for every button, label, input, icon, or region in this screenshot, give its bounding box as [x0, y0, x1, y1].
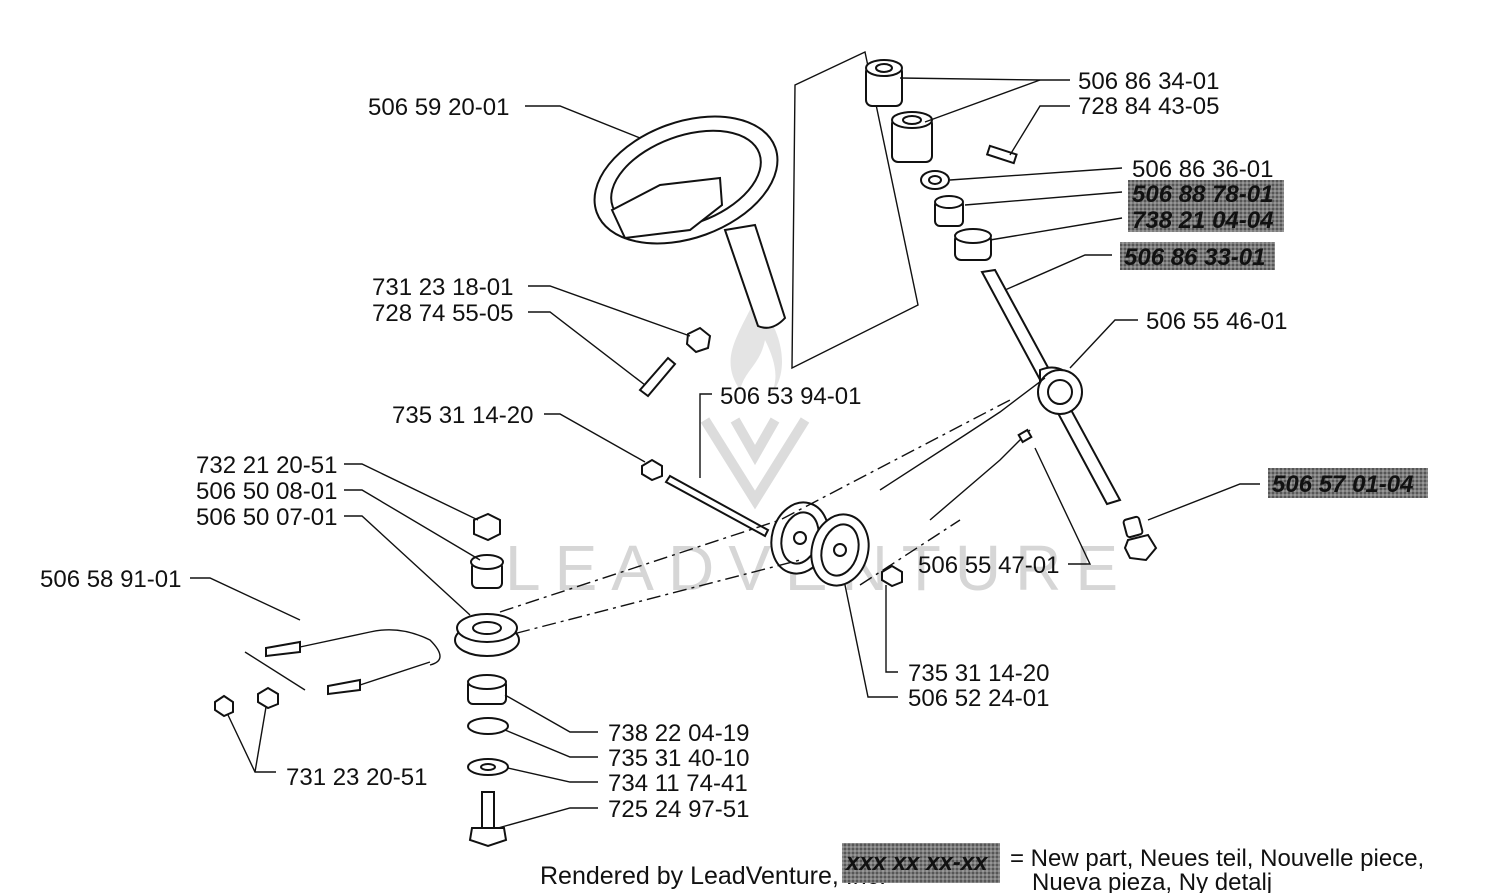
label-506-55-47-01: 506 55 47-01: [918, 552, 1059, 579]
bearing-lower: [467, 674, 507, 705]
column-bushing-middle: [891, 111, 933, 163]
label-732-21-20-51: 732 21 20-51: [196, 452, 337, 479]
label-506-53-94-01: 506 53 94-01: [720, 383, 861, 410]
pulley-lower: [454, 613, 520, 657]
bottom-screw: [468, 791, 508, 848]
new-part-highlight-3: [1120, 242, 1275, 270]
cable-route-3: [859, 519, 961, 586]
legend-text-line2: Nueva pieza, Ny detalj: [1032, 869, 1272, 893]
pulley-right: [810, 513, 870, 587]
label-728-84-43-05: 728 84 43-05: [1078, 93, 1219, 120]
legend-sample-number: xxx xx xx-xx: [844, 849, 989, 876]
washer-upper: [920, 170, 950, 190]
label-731-23-20-51: 731 23 20-51: [286, 764, 427, 791]
label-506-52-24-01: 506 52 24-01: [908, 685, 1049, 712]
label-728-74-55-05: 728 74 55-05: [372, 300, 513, 327]
label-506-50-07-01: 506 50 07-01: [196, 504, 337, 531]
label-506-57-01-04: 506 57 01-04: [1272, 471, 1413, 498]
nut-cable-1: [214, 694, 234, 718]
nut-lower: [473, 512, 501, 542]
label-735-31-14-20-lower: 735 31 14-20: [908, 660, 1049, 687]
new-part-highlight-1: [1128, 180, 1284, 206]
flat-washer: [467, 758, 509, 776]
nut-wheel: [685, 326, 712, 354]
bearing-upper: [954, 228, 992, 261]
cable-upper-a: [879, 377, 1046, 491]
label-506-86-34-01: 506 86 34-01: [1078, 68, 1219, 95]
label-738-22-04-19: 738 22 04-19: [608, 720, 749, 747]
legend-swatch: [842, 843, 1000, 883]
rendered-by-credit: Rendered by LeadVenture, Inc.: [540, 862, 886, 890]
bottom-bolt: [1122, 515, 1158, 562]
new-part-highlight-2: [1128, 206, 1284, 232]
bushing-upper: [934, 195, 964, 227]
nut-rod: [641, 458, 663, 482]
nut-cable-2: [257, 686, 279, 710]
leader-lines: [190, 77, 1260, 829]
label-738-21-04-04: 738 21 04-04: [1132, 207, 1273, 234]
label-725-24-97-51: 725 24 97-51: [608, 796, 749, 823]
steering-wheel: [593, 115, 787, 329]
label-506-55-46-01: 506 55 46-01: [1146, 308, 1287, 335]
label-735-31-40-10: 735 31 40-10: [608, 745, 749, 772]
label-506-58-91-01: 506 58 91-01: [40, 566, 181, 593]
label-734-11-74-41: 734 11 74-41: [608, 770, 748, 797]
label-735-31-14-20-upper: 735 31 14-20: [392, 402, 533, 429]
rod: [664, 474, 770, 538]
nut-pulley: [881, 564, 903, 588]
cable-route-2: [499, 399, 1011, 613]
set-screw: [985, 144, 1018, 165]
label-506-86-36-01: 506 86 36-01: [1132, 156, 1273, 183]
new-part-highlight-4: [1268, 468, 1428, 498]
column-group-frame: [791, 50, 919, 370]
label-506-88-78-01: 506 88 78-01: [1132, 181, 1273, 208]
steering-shaft: [980, 268, 1122, 506]
bolt-wheel: [638, 356, 677, 398]
label-506-86-33-01: 506 86 33-01: [1124, 244, 1265, 271]
bushing-lower: [470, 554, 504, 589]
chain-link: [1017, 428, 1033, 444]
label-506-50-08-01: 506 50 08-01: [196, 478, 337, 505]
lock-washer: [467, 717, 509, 735]
label-731-23-18-01: 731 23 18-01: [372, 274, 513, 301]
legend-text-line1: = New part, Neues teil, Nouvelle piece,: [1010, 845, 1424, 872]
cable-lower: [244, 629, 441, 696]
column-bushing-top: [865, 59, 903, 107]
label-506-59-20-01: 506 59 20-01: [368, 94, 509, 121]
cable-upper-b: [929, 429, 1031, 521]
